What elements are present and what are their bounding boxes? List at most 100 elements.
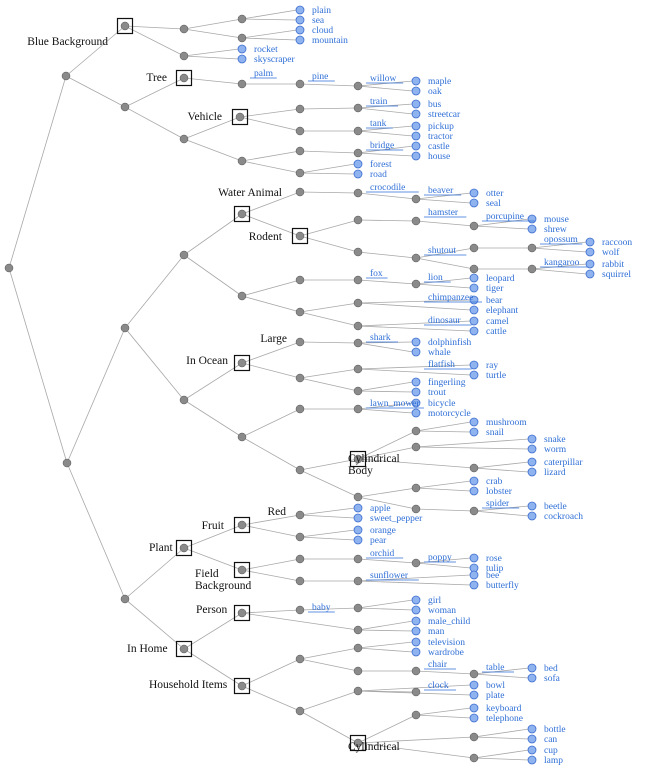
leaf-edge bbox=[357, 641, 414, 649]
leaf-edge bbox=[241, 18, 298, 21]
leaf-label: orange bbox=[370, 526, 396, 536]
branch-label: lawn_mower bbox=[370, 399, 420, 409]
leaf-node bbox=[295, 5, 305, 15]
leaf-node bbox=[411, 86, 421, 96]
internal-node bbox=[411, 216, 421, 226]
internal-node bbox=[411, 666, 421, 676]
leaf-node bbox=[411, 637, 421, 647]
leaf-edge bbox=[241, 29, 298, 39]
tree-edge bbox=[299, 302, 359, 313]
group-box bbox=[291, 227, 309, 245]
leaf-label: streetcar bbox=[428, 110, 461, 120]
leaf-edge bbox=[357, 580, 472, 586]
leaf-label: man bbox=[428, 627, 445, 637]
tree-edge bbox=[183, 138, 243, 162]
leaf-label: wolf bbox=[602, 247, 620, 258]
internal-node bbox=[295, 187, 305, 197]
leaf-edge bbox=[357, 80, 414, 87]
group-label: Cylindrical bbox=[348, 741, 400, 753]
branch-label: spider bbox=[486, 499, 510, 509]
leaf-node bbox=[469, 273, 479, 283]
tree-edge bbox=[357, 496, 417, 510]
tree-edge bbox=[357, 714, 417, 744]
leaf-edge bbox=[531, 268, 588, 275]
internal-node bbox=[237, 291, 247, 301]
leaf-label: wardrobe bbox=[428, 648, 464, 658]
group-box bbox=[233, 604, 251, 622]
leaf-node bbox=[469, 690, 479, 700]
leaf-label: leopard bbox=[486, 274, 515, 284]
internal-node bbox=[295, 576, 305, 586]
branch-label: baby bbox=[312, 603, 331, 613]
internal-node bbox=[237, 14, 247, 24]
internal-node bbox=[353, 364, 363, 374]
tree-edge bbox=[241, 569, 301, 582]
leaf-node bbox=[527, 734, 537, 744]
internal-node bbox=[469, 669, 479, 679]
leaf-node bbox=[411, 626, 421, 636]
leaf-node bbox=[411, 616, 421, 626]
leaf-label: whale bbox=[428, 348, 451, 358]
group-box bbox=[231, 108, 249, 126]
leaf-edge bbox=[357, 647, 414, 653]
branch-label: bridge bbox=[370, 141, 394, 151]
leaf-node bbox=[353, 525, 363, 535]
leaf-label: butterfly bbox=[486, 580, 519, 591]
internal-node bbox=[120, 323, 130, 333]
leaf-node bbox=[411, 647, 421, 657]
leaf-node bbox=[237, 44, 247, 54]
tree-edge bbox=[415, 220, 475, 227]
tree-edge bbox=[299, 150, 359, 154]
branch-label: willow bbox=[370, 74, 397, 84]
branch-label: train bbox=[370, 97, 388, 107]
leaf-node bbox=[527, 501, 537, 511]
internal-node bbox=[62, 458, 72, 468]
internal-node bbox=[353, 215, 363, 225]
leaf-label: oak bbox=[428, 87, 442, 97]
leaf-label: motorcycle bbox=[428, 409, 471, 419]
group-box bbox=[233, 205, 251, 223]
tree-edge bbox=[299, 377, 359, 392]
internal-node bbox=[179, 73, 189, 83]
leaf-edge bbox=[299, 529, 356, 538]
internal-node bbox=[237, 209, 247, 219]
leaf-edge bbox=[299, 536, 356, 541]
branch-label: shark bbox=[370, 333, 391, 343]
group-label: Water Animal bbox=[218, 187, 282, 199]
leaf-label: can bbox=[544, 735, 557, 745]
leaf-edge bbox=[357, 408, 414, 414]
tree-edge bbox=[183, 399, 243, 438]
leaf-edge bbox=[357, 368, 472, 376]
group-box bbox=[349, 450, 367, 468]
leaf-label: rabbit bbox=[602, 260, 625, 270]
leaf-edge bbox=[531, 263, 588, 270]
leaf-edge bbox=[473, 467, 530, 473]
internal-node bbox=[295, 307, 305, 317]
group-label: Household Items bbox=[149, 679, 228, 691]
tree-edge bbox=[124, 106, 185, 140]
tree-edge bbox=[183, 612, 243, 650]
group-label: Background bbox=[195, 580, 251, 592]
leaf-label: bear bbox=[486, 296, 503, 306]
internal-node bbox=[4, 263, 14, 273]
leaf-edge bbox=[357, 320, 472, 327]
leaf-node bbox=[469, 316, 479, 326]
leaf-edge bbox=[299, 507, 356, 516]
leaf-node bbox=[469, 486, 479, 496]
internal-node bbox=[469, 732, 479, 742]
tree-edge bbox=[241, 524, 301, 538]
leaf-node bbox=[411, 408, 421, 418]
leaf-label: girl bbox=[428, 596, 442, 606]
leaf-node bbox=[527, 673, 537, 683]
tree-edge bbox=[65, 75, 126, 108]
tree-edge bbox=[183, 18, 243, 30]
leaf-node bbox=[469, 283, 479, 293]
leaf-edge bbox=[241, 9, 298, 20]
internal-node bbox=[411, 687, 421, 697]
leaf-edge bbox=[473, 673, 530, 679]
tree-edge bbox=[357, 219, 417, 222]
internal-node bbox=[353, 686, 363, 696]
internal-node bbox=[295, 337, 305, 347]
leaf-edge bbox=[357, 629, 414, 632]
branch-label: sunflower bbox=[370, 570, 409, 581]
